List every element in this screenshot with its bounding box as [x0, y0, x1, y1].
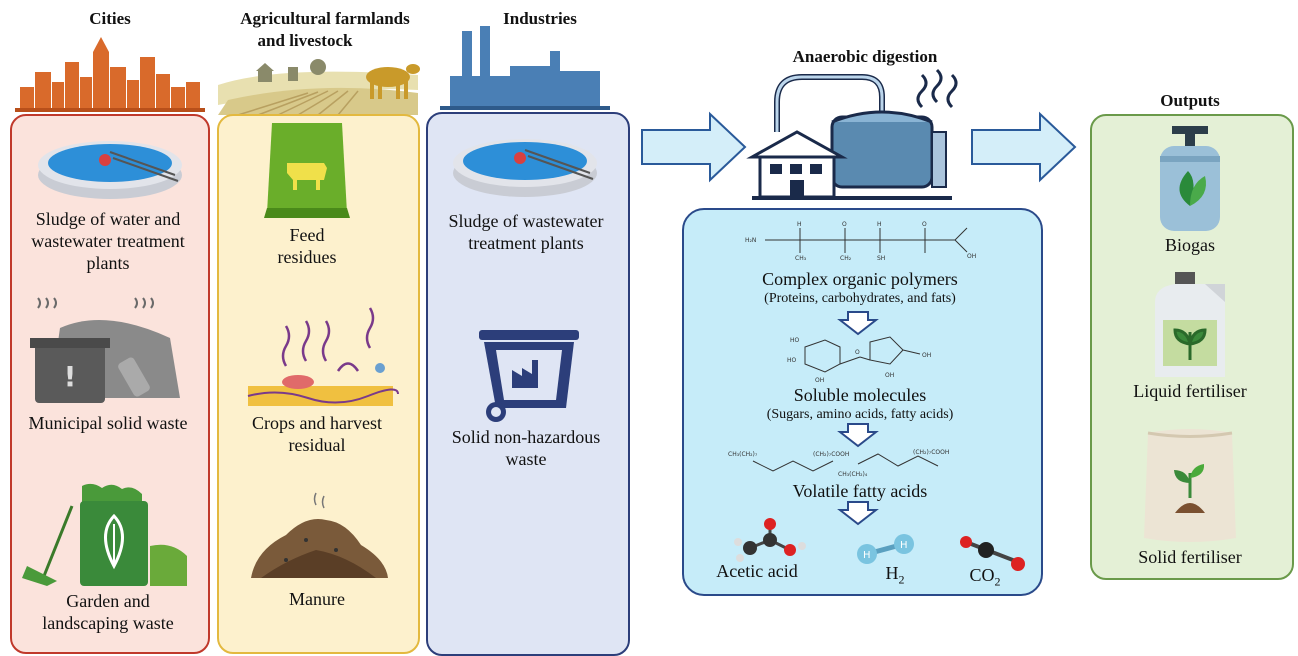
industrial-bin-icon — [479, 330, 579, 422]
liquid-fertiliser-icon — [1155, 272, 1225, 377]
factory-icon — [440, 26, 610, 110]
step-soluble-title: Soluble molecules — [793, 385, 927, 405]
down-arrow-2 — [837, 423, 879, 448]
cities-header: Cities — [89, 9, 131, 28]
svg-text:H: H — [863, 550, 871, 561]
agriculture-header: Agricultural farmlands and livestock — [195, 8, 455, 52]
svg-text:CH₃(CH₂)₄: CH₃(CH₂)₄ — [838, 471, 868, 478]
digestion-panel — [682, 208, 1043, 596]
agriculture-item-manure: Manure — [289, 589, 345, 609]
product-acetic-acid: Acetic acid — [716, 561, 798, 581]
arrow-digestion-to-outputs — [971, 111, 1077, 183]
svg-text:OH: OH — [922, 352, 931, 359]
svg-text:OH: OH — [815, 377, 824, 384]
industries-item-sludge: Sludge of wastewater treatment plants — [448, 211, 604, 253]
agriculture-header-line2: and livestock — [257, 31, 353, 50]
down-arrow-1 — [837, 311, 879, 336]
arrow-sources-to-digestion — [641, 111, 747, 183]
feed-bag-icon — [264, 123, 350, 218]
svg-text:OH: OH — [967, 253, 976, 260]
co2-molecule-icon — [960, 536, 1025, 571]
industry-treatment-plant-icon — [453, 139, 597, 197]
cities-item-sludge: Sludge of water and wastewater treatment… — [31, 209, 185, 273]
co2-subscript: 2 — [994, 574, 1001, 589]
fatty-acid-structure-icon: CH₃(CH₂)₇ (CH₂)₇COOH CH₃(CH₂)₄ (CH₂)₇COOH — [728, 449, 949, 478]
svg-text:OH: OH — [885, 372, 894, 379]
svg-text:CH₃: CH₃ — [795, 255, 807, 262]
municipal-waste-icon: ! — [30, 297, 180, 403]
agriculture-item-feed: Feed residues — [277, 225, 337, 267]
acetic-acid-molecule-icon — [734, 518, 806, 562]
svg-text:O: O — [855, 349, 860, 356]
city-skyline-icon — [15, 37, 205, 112]
step-polymers-subtitle: (Proteins, carbohydrates, and fats) — [764, 291, 956, 306]
svg-text:H: H — [900, 540, 908, 551]
svg-text:H: H — [877, 221, 882, 228]
down-arrow-3 — [837, 501, 879, 526]
digestion-step-soluble: Soluble molecules (Sugars, amino acids, … — [690, 384, 1030, 424]
agriculture-header-line1: Agricultural farmlands — [240, 9, 410, 28]
output-liquid-fertiliser: Liquid fertiliser — [1133, 381, 1247, 401]
svg-text:O: O — [922, 221, 927, 228]
svg-text:H: H — [797, 221, 802, 228]
outputs-header: Outputs — [1160, 91, 1220, 110]
svg-text:SH: SH — [877, 255, 885, 262]
cities-item-municipal: Municipal solid waste — [28, 413, 188, 433]
svg-text:H₂N: H₂N — [745, 237, 756, 244]
garden-waste-icon — [22, 483, 187, 586]
svg-text:HO: HO — [787, 357, 797, 364]
manure-icon — [251, 492, 388, 578]
h2-subscript: 2 — [898, 572, 905, 587]
co2-symbol: CO — [969, 565, 995, 585]
svg-text:CH₂: CH₂ — [840, 255, 852, 262]
sugar-structure-icon: HO HO OH O OH OH — [787, 336, 931, 384]
industries-header: Industries — [503, 9, 577, 28]
product-co2: CO2 — [950, 564, 1020, 593]
step-vfa-title: Volatile fatty acids — [792, 481, 928, 501]
h2-symbol: H — [885, 563, 899, 583]
svg-text:HO: HO — [790, 337, 800, 344]
output-solid-fertiliser: Solid fertiliser — [1138, 547, 1242, 567]
crops-residual-icon — [247, 307, 399, 406]
treatment-plant-icon — [38, 141, 182, 199]
product-h2: H2 — [870, 562, 920, 591]
farmland-icon — [218, 59, 420, 116]
svg-text:(CH₂)₇COOH: (CH₂)₇COOH — [913, 449, 949, 456]
anaerobic-digester-icon — [746, 68, 958, 200]
svg-text:CH₃(CH₂)₇: CH₃(CH₂)₇ — [728, 451, 758, 458]
svg-text:O: O — [842, 221, 847, 228]
cities-item-garden: Garden and landscaping waste — [42, 591, 174, 633]
solid-fertiliser-icon — [1144, 429, 1236, 542]
svg-text:!: ! — [64, 360, 77, 393]
digestion-step-polymers: Complex organic polymers (Proteins, carb… — [690, 268, 1030, 308]
industries-item-solid: Solid non-hazardous waste — [451, 427, 601, 469]
hydrogen-molecule-icon: H H — [857, 534, 914, 564]
agriculture-item-crops: Crops and harvest residual — [252, 413, 382, 455]
digestion-header: Anaerobic digestion — [792, 47, 938, 66]
biogas-cylinder-icon — [1160, 126, 1220, 231]
svg-text:(CH₂)₇COOH: (CH₂)₇COOH — [813, 451, 849, 458]
step-polymers-title: Complex organic polymers — [762, 269, 958, 289]
output-biogas: Biogas — [1164, 235, 1215, 255]
digestion-step-vfa: Volatile fatty acids — [690, 480, 1030, 502]
step-soluble-subtitle: (Sugars, amino acids, fatty acids) — [766, 407, 954, 422]
